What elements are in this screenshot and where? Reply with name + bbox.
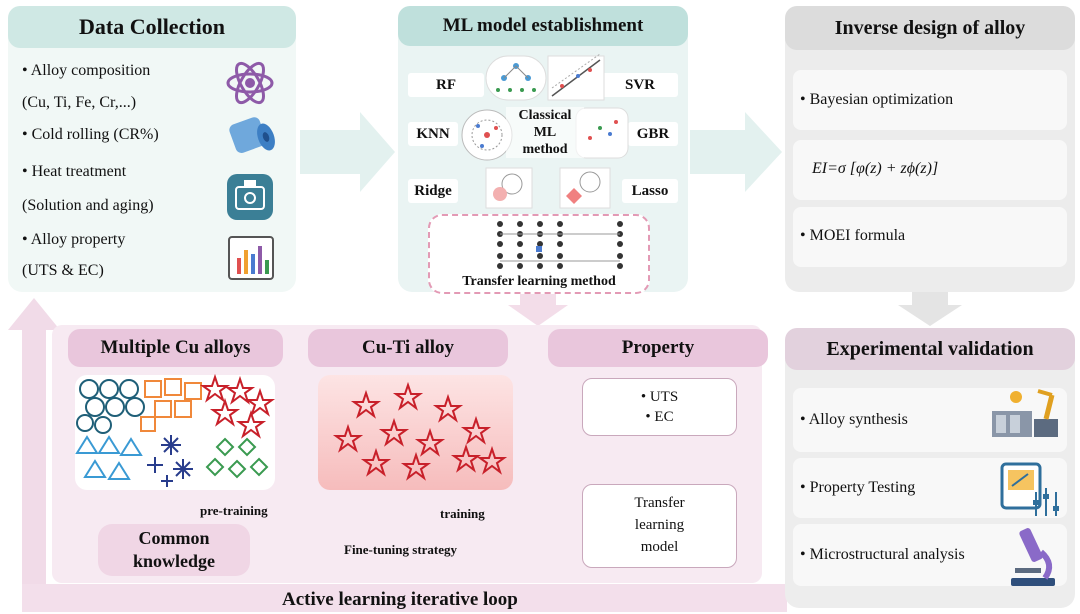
exp-item-testing: • Property Testing [800, 479, 916, 496]
property-uts: • UTS [640, 389, 679, 405]
cu-ti-alloy-label: Cu-Ti alloy [308, 329, 508, 367]
dc-item-property: • Alloy property [22, 231, 126, 248]
transfer-model-line-2: learning [634, 517, 685, 533]
arrow-ml-to-inv [690, 112, 782, 192]
inv-item-ei-box [793, 140, 1067, 200]
property-ec: • EC [645, 409, 674, 425]
atom-icon [226, 61, 274, 105]
common-knowledge-box: Common knowledge [98, 524, 250, 576]
arrow-loop-up [8, 298, 60, 612]
cylinder-roll-icon [229, 117, 275, 153]
inv-item-ei-formula: EI=σ [φ(z) + zϕ(z)] [812, 160, 939, 177]
bar-chart-icon [228, 236, 274, 280]
cu-ti-star-shapes [332, 381, 508, 481]
data-collection-title: Data Collection [8, 6, 296, 48]
dc-item-composition: • Alloy composition [22, 62, 151, 79]
transfer-learning-model-box: Transfer learning model [582, 484, 737, 568]
arrow-inv-to-exp [898, 292, 962, 326]
transfer-network-diagram [497, 221, 623, 269]
dc-item-cold-rolling: • Cold rolling (CR%) [22, 126, 159, 143]
experimental-title: Experimental validation [785, 328, 1075, 370]
model-lasso: Lasso [622, 179, 678, 203]
furnace-icon [227, 174, 273, 220]
dc-item-property-detail: (UTS & EC) [22, 262, 104, 279]
dc-item-heat-treatment: • Heat treatment [22, 163, 127, 180]
classical-ml-line-1: Classical [518, 108, 572, 123]
dc-item-composition-detail: (Cu, Ti, Fe, Cr,...) [22, 94, 137, 111]
ml-model-title: ML model establishment [398, 6, 688, 46]
exp-item-synthesis: • Alloy synthesis [800, 411, 908, 428]
transfer-model-line-3: model [640, 539, 679, 555]
microscope-icon [1011, 528, 1055, 586]
model-svr: SVR [602, 73, 678, 97]
pre-training-label: pre-training [200, 503, 268, 518]
transfer-model-line-1: Transfer [634, 495, 685, 511]
multiple-cu-alloys-label: Multiple Cu alloys [68, 329, 283, 367]
property-testing-icon [1000, 462, 1059, 516]
svr-thumbnail [547, 53, 605, 101]
exp-item-microstructure: • Microstructural analysis [800, 546, 965, 563]
fine-tuning-label: Fine-tuning strategy [344, 542, 458, 557]
transfer-learning-label: Transfer learning method [462, 274, 616, 289]
inverse-design-title: Inverse design of alloy [785, 6, 1075, 50]
model-knn: KNN [408, 122, 458, 146]
active-learning-loop-label: Active learning iterative loop [282, 589, 518, 610]
lasso-thumbnail [559, 167, 611, 209]
common-knowledge-line-2: knowledge [132, 551, 215, 571]
classical-ml-line-3: method [522, 142, 568, 157]
property-list-box: • UTS • EC [582, 378, 737, 436]
ridge-thumbnail [485, 167, 533, 209]
classical-ml-label: Classical ML method [506, 107, 584, 158]
common-knowledge-line-1: Common [138, 528, 210, 548]
inv-item-bayesian-box [793, 70, 1067, 130]
loop-bar [22, 584, 787, 612]
rf-tree-thumbnail [485, 55, 547, 101]
classical-ml-line-2: ML [533, 125, 557, 140]
model-gbr: GBR [628, 122, 678, 146]
dc-item-heat-detail: (Solution and aging) [22, 197, 154, 214]
multiple-alloys-shapes [75, 373, 276, 487]
inv-item-moei: • MOEI formula [800, 227, 906, 244]
arrow-ml-down [508, 292, 568, 326]
inv-item-moei-box [793, 207, 1067, 267]
industrial-machine-icon [992, 389, 1058, 437]
arrow-dc-to-ml [300, 112, 395, 192]
model-rf: RF [408, 73, 484, 97]
training-label: training [440, 506, 485, 521]
inv-item-bayesian: • Bayesian optimization [800, 91, 954, 108]
property-label: Property [548, 329, 768, 367]
model-ridge: Ridge [408, 179, 458, 203]
